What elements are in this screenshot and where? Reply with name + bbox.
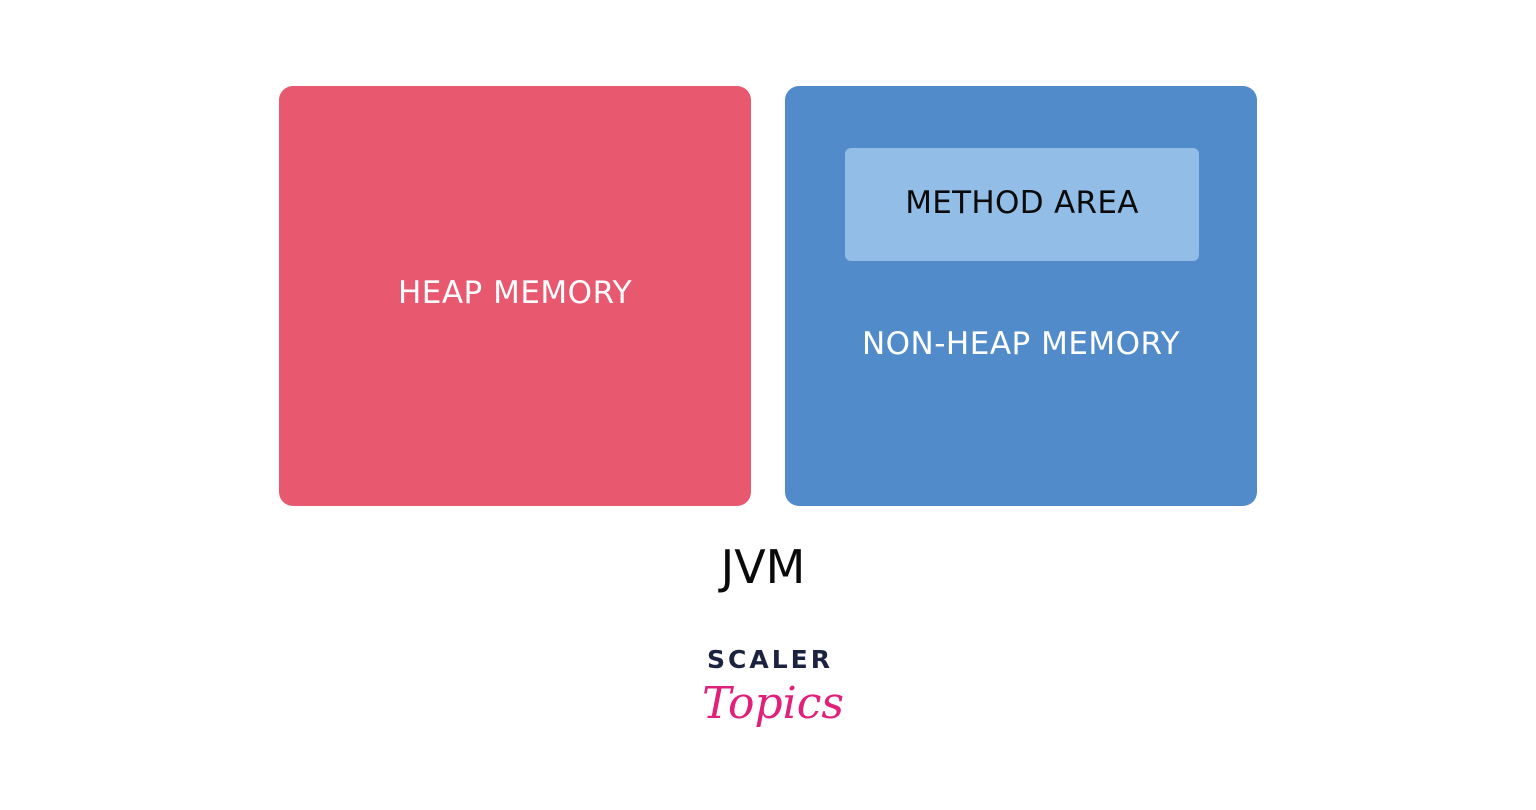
non-heap-memory-box: METHOD AREA NON-HEAP MEMORY — [785, 86, 1257, 506]
method-area-box: METHOD AREA — [845, 148, 1199, 261]
logo-scaler-text: SCALER — [707, 645, 833, 674]
logo-topics-text: Topics — [702, 678, 844, 729]
method-area-label: METHOD AREA — [905, 184, 1139, 221]
heap-memory-label: HEAP MEMORY — [397, 275, 633, 311]
heap-memory-box: HEAP MEMORY — [279, 86, 751, 506]
jvm-caption: JVM — [720, 540, 806, 594]
non-heap-memory-label: NON-HEAP MEMORY — [861, 326, 1181, 362]
scaler-topics-logo: SCALER Topics — [702, 645, 844, 729]
